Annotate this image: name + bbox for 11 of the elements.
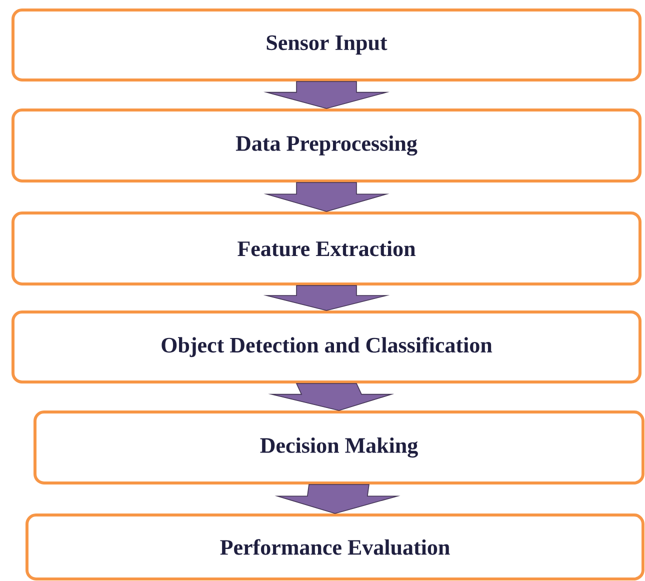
block-arrow xyxy=(263,285,390,311)
block-arrow xyxy=(268,383,394,411)
process-box: Decision Making xyxy=(34,410,644,484)
block-arrow xyxy=(263,81,390,109)
process-box: Sensor Input xyxy=(12,8,642,82)
process-box: Data Preprocessing xyxy=(12,108,642,182)
process-box: Feature Extraction xyxy=(12,212,642,286)
process-box: Object Detection and Classification xyxy=(12,310,642,384)
block-arrow xyxy=(264,182,390,212)
process-box: Performance Evaluation xyxy=(26,514,644,580)
block-arrow xyxy=(274,484,400,514)
